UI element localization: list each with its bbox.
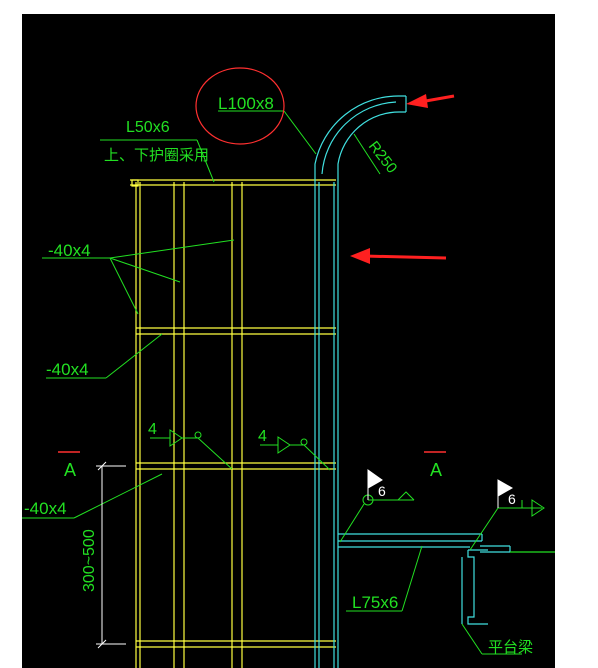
cage-structure [130, 179, 336, 668]
highlight-circle [195, 67, 285, 145]
label-weld-size-2: 4 [258, 428, 267, 445]
weld-flags [367, 469, 514, 508]
spacing-dimension [96, 461, 126, 649]
label-weld-size-4: 6 [508, 491, 516, 507]
leader-lines [22, 110, 545, 655]
ladder-rail [314, 95, 483, 668]
label-flat-bar-2: -40x4 [46, 360, 89, 379]
label-spacing-dim: 300~500 [81, 529, 98, 592]
label-weld-size-1: 4 [148, 421, 157, 438]
label-section-right: A [430, 460, 442, 480]
cad-drawing-viewport: L100x8 L50x6 上、下护圈采用 -40x4 -40x4 -40x4 R… [22, 14, 555, 668]
label-weld-size-3: 6 [378, 483, 386, 499]
label-rail-note: 上、下护圈采用 [104, 147, 209, 164]
red-arrow-top [406, 94, 455, 108]
cad-drawing: L100x8 L50x6 上、下护圈采用 -40x4 -40x4 -40x4 R… [22, 67, 555, 668]
red-arrow-middle [350, 248, 447, 264]
label-angle-bottom: L75x6 [352, 593, 398, 612]
label-flat-bar-3: -40x4 [24, 499, 67, 518]
platform-beam-channel [461, 545, 555, 625]
label-platform-beam: 平台梁 [488, 639, 533, 656]
label-radius: R250 [365, 138, 400, 177]
label-angle-top: L100x8 [218, 94, 274, 113]
label-section-left: A [64, 460, 76, 480]
label-flat-bar-1: -40x4 [48, 241, 91, 260]
label-angle-rail: L50x6 [126, 119, 170, 136]
